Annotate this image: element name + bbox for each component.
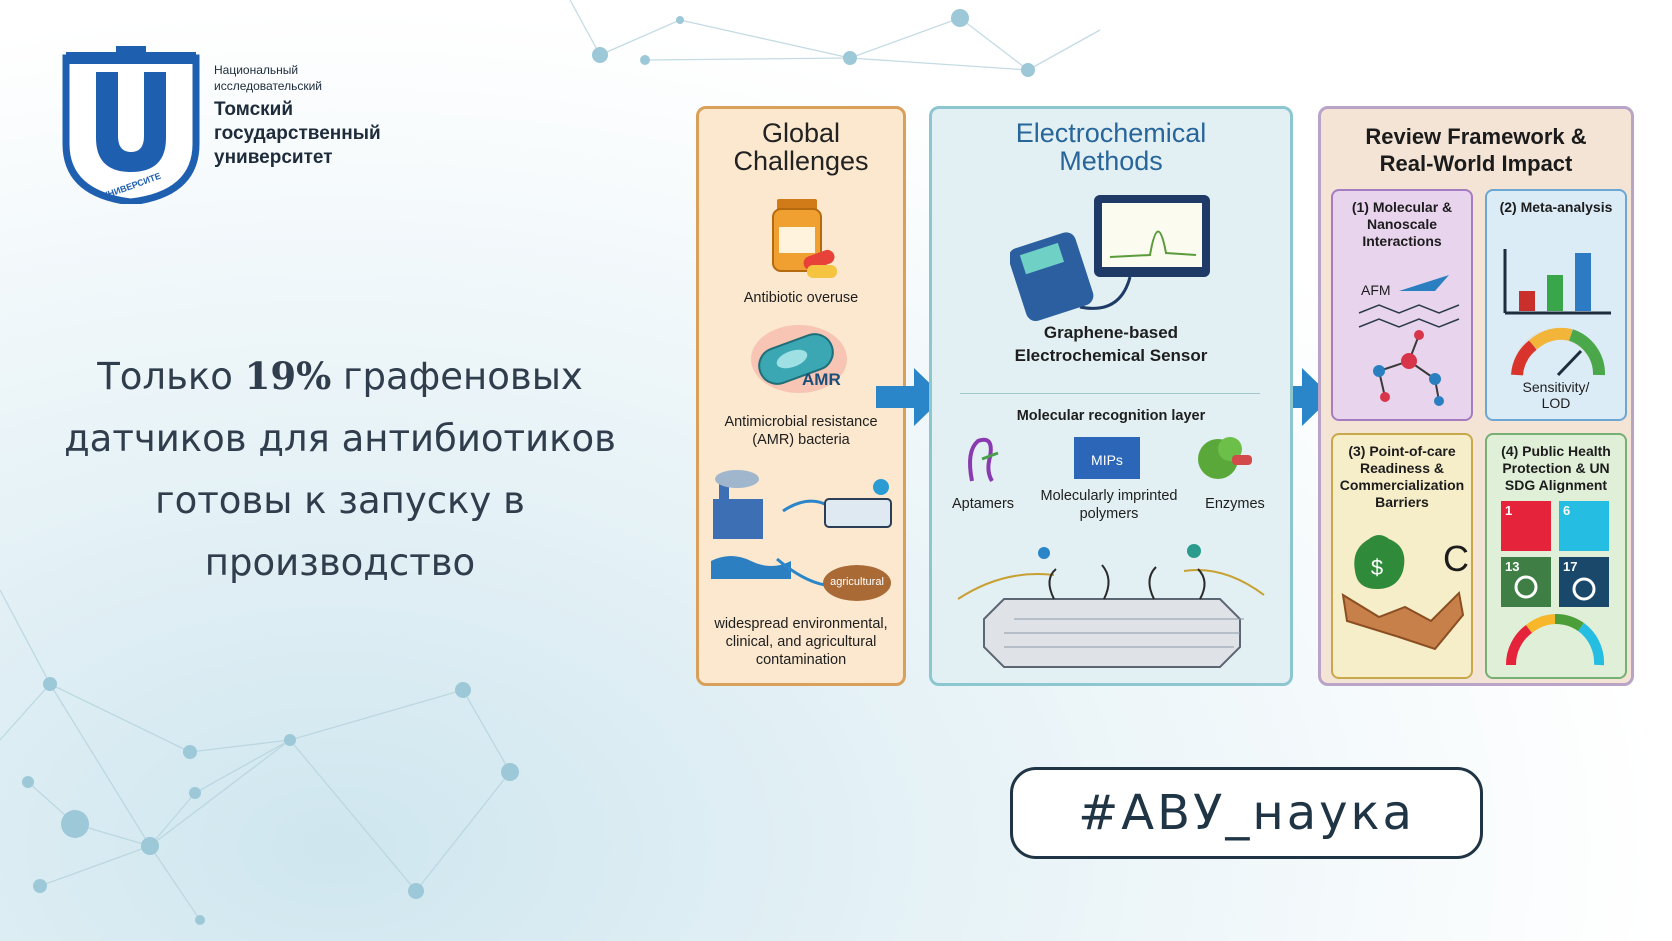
sensitivity-label-line1: Sensitivity/ [1522, 379, 1590, 395]
bar-chart-icon [1503, 249, 1611, 315]
box3-title-line3: Commercialization [1339, 477, 1465, 493]
amr-caption: Antimicrobial resistance (AMR) bacteria [699, 413, 903, 449]
amr-label: AMR [802, 370, 841, 389]
box4-title-line3: SDG Alignment [1504, 477, 1608, 493]
headline-line2: датчиков для антибиотиков [64, 417, 616, 460]
uni-name1: Томский [214, 99, 294, 120]
sensitivity-label: Sensitivity/ LOD [1487, 379, 1625, 411]
panel2-title-line2: Methods [1059, 146, 1163, 176]
panel1-title-line1: Global [761, 118, 841, 148]
hashtag-badge: #АВУ_наука [1010, 767, 1483, 859]
box-meta-analysis: (2) Meta-analysis Sensitivity/ LOD [1485, 189, 1627, 421]
panel1-title-line2: Challenges [733, 146, 869, 176]
panel3-title: Review Framework & Real-World Impact [1321, 123, 1631, 177]
aptamers-label: Aptamers [951, 496, 1015, 512]
sdg-icons: 1 6 13 17 [1501, 501, 1609, 666]
sensor-label-line2: Electrochemical Sensor [1014, 346, 1208, 365]
box1-title-line3: Interactions [1362, 233, 1442, 249]
recognition-layer-label: Molecular recognition layer [1016, 408, 1206, 424]
pill-bottle-icon [772, 199, 837, 278]
sdg17-number: 17 [1563, 559, 1577, 574]
headline-after: графеновых [331, 355, 583, 398]
enzyme-icon [1198, 437, 1252, 479]
box4-title-line1: (4) Public Health [1501, 443, 1611, 459]
enzymes-label: Enzymes [1205, 496, 1265, 512]
contamination-caption: widespread environmental, clinical, and … [699, 615, 903, 669]
amr-caption-line1: Antimicrobial resistance [724, 414, 878, 430]
aptamer-icon [968, 437, 999, 483]
box3-title: (3) Point-of-care Readiness & Commercial… [1337, 443, 1467, 511]
headline-percent: 19% [244, 354, 332, 398]
headline-line3: готовы к запуску в производство [155, 479, 525, 584]
uni-name2: государственный [214, 123, 381, 144]
sensor-label-line1: Graphene-based [1043, 323, 1179, 342]
box1-title-line2: Nanoscale [1366, 216, 1438, 232]
potentiostat-device-icon [1010, 195, 1210, 322]
uni-line2: исследовательский [214, 79, 322, 93]
antibiotic-overuse-label: Antibiotic overuse [743, 290, 859, 306]
divider [960, 393, 1260, 394]
mips-label: MIPs [1091, 452, 1123, 468]
panel1-title: Global Challenges [699, 119, 903, 175]
arrow-right-icon-2 [1264, 368, 1332, 426]
arrow-right-icon [876, 368, 944, 426]
sensitivity-label-line2: LOD [1541, 395, 1571, 411]
amr-caption-line2: (AMR) bacteria [752, 432, 850, 448]
mips-caption-line2: polymers [1079, 506, 1139, 522]
sensor-label: Graphene-based Electrochemical Sensor [932, 321, 1290, 367]
mips-caption: Molecularly imprinted polymers [1024, 487, 1194, 523]
sdg13-number: 13 [1505, 559, 1519, 574]
contamination-illustration: agricultural [711, 470, 892, 601]
agricultural-label: agricultural [830, 576, 884, 588]
contamination-caption-line3: contamination [755, 652, 847, 668]
box1-title-line1: (1) Molecular & [1351, 199, 1453, 215]
box2-title: (2) Meta-analysis [1499, 199, 1613, 215]
sdg1-number: 1 [1505, 503, 1512, 518]
panel-review-framework: Review Framework & Real-World Impact (1)… [1318, 106, 1634, 686]
ce-mark: CE [1443, 538, 1471, 579]
uni-line1: Национальный [214, 63, 299, 77]
panel3-title-line2: Real-World Impact [1379, 151, 1573, 176]
afm-label: AFM [1361, 282, 1391, 298]
handshake-money-icon: $ CE [1341, 535, 1471, 651]
box1-title: (1) Molecular & Nanoscale Interactions [1337, 199, 1467, 250]
headline-line1: Только 19% графеновых [20, 345, 660, 408]
box-public-health: (4) Public Health Protection & UN SDG Al… [1485, 433, 1627, 679]
panel-electrochemical-methods: Electrochemical Methods Graphene-based E… [929, 106, 1293, 686]
box3-title-line1: (3) Point-of-care [1348, 443, 1456, 459]
box3-title-line2: Readiness & [1359, 460, 1445, 476]
panel2-title: Electrochemical Methods [932, 119, 1290, 175]
panel-global-challenges: Global Challenges Antibiotic overuse AMR… [696, 106, 906, 686]
university-name: Национальный исследовательский Томский г… [214, 62, 381, 170]
afm-molecule-icon: AFM [1358, 275, 1460, 406]
box-molecular-interactions: (1) Molecular & Nanoscale Interactions A… [1331, 189, 1473, 421]
bacteria-icon: AMR [751, 325, 847, 393]
box-point-of-care: (3) Point-of-care Readiness & Commercial… [1331, 433, 1473, 679]
box4-title: (4) Public Health Protection & UN SDG Al… [1491, 443, 1621, 494]
svg-text:$: $ [1371, 555, 1383, 580]
box4-title-line2: Protection & UN [1502, 460, 1610, 476]
headline-before: Только [97, 355, 245, 398]
headline: Только 19% графеновых датчиков для антиб… [20, 345, 660, 594]
mips-icon: MIPs [1074, 437, 1140, 479]
sdg6-number: 6 [1563, 503, 1570, 518]
contamination-caption-line2: clinical, and agricultural [725, 634, 877, 650]
tsu-logo: УНИВЕРСИТЕ [62, 46, 200, 204]
box3-title-line4: Barriers [1375, 494, 1429, 510]
gauge-icon [1511, 327, 1605, 377]
mips-caption-line1: Molecularly imprinted [1040, 488, 1178, 504]
contamination-caption-line1: widespread environmental, [714, 616, 888, 632]
uni-name3: университет [214, 147, 333, 168]
panel2-title-line1: Electrochemical [1015, 118, 1207, 148]
panel3-title-line1: Review Framework & [1365, 124, 1587, 149]
graphene-surface-illustration [957, 544, 1265, 668]
